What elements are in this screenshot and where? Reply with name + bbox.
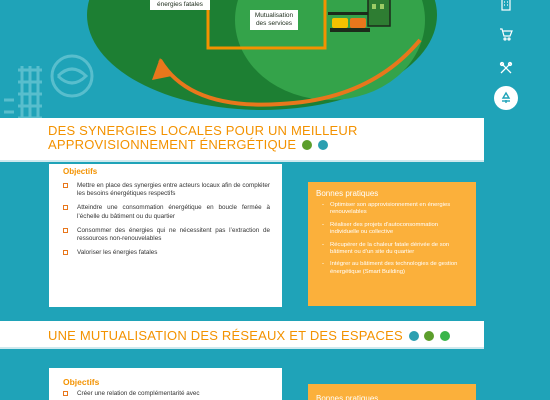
objectifs-card: Objectifs Mettre en place des synergies … xyxy=(49,164,282,307)
list-item: Créer une relation de complémentarité av… xyxy=(63,390,270,398)
list-item: - Optimiser son approvisionnement en éne… xyxy=(322,202,468,217)
dash-icon: - xyxy=(322,221,324,228)
objectifs-heading: Objectifs xyxy=(63,377,100,387)
bonne-pratique-text: Récupérer de la chaleur fatale dérivée d… xyxy=(330,241,450,256)
objectif-text: Créer une relation de complémentarité av… xyxy=(77,390,200,397)
bonnes-pratiques-heading: Bonnes pratiques xyxy=(316,394,379,400)
section-title-text: DES SYNERGIES LOCALES POUR UN MEILLEUR A… xyxy=(48,123,358,152)
section-title-band: UNE MUTUALISATION DES RÉSEAUX ET DES ESP… xyxy=(0,321,484,349)
energy-diagram: énergies fatales Mutualisation des servi… xyxy=(0,0,550,126)
list-item: Consommer des énergies qui ne nécessiten… xyxy=(63,227,270,243)
bonnes-pratiques-list: - Optimiser son approvisionnement en éne… xyxy=(308,198,476,276)
bonne-pratique-text: Optimiser son approvisionnement en énerg… xyxy=(330,202,451,216)
checkbox-icon xyxy=(63,250,68,256)
dash-icon: - xyxy=(322,261,324,268)
section-title: UNE MUTUALISATION DES RÉSEAUX ET DES ESP… xyxy=(48,328,451,343)
objectifs-list: Créer une relation de complémentarité av… xyxy=(49,387,282,398)
bonne-pratique-text: Intégrer au bâtiment des technologies de… xyxy=(330,261,458,275)
label-mutualisation-services: Mutualisation des services xyxy=(250,10,298,30)
checkbox-icon xyxy=(63,183,68,188)
list-item: Atteindre une consommation énergétique e… xyxy=(63,204,270,220)
label-energies-fatales: énergies fatales xyxy=(150,0,210,10)
bonnes-pratiques-card: Bonnes pratiques - Optimiser son approvi… xyxy=(308,182,476,306)
checkbox-icon xyxy=(63,391,68,396)
recycle-icon xyxy=(317,139,328,150)
recycle-icon xyxy=(440,330,451,341)
section-title-band: DES SYNERGIES LOCALES POUR UN MEILLEUR A… xyxy=(0,118,484,162)
section-title-text: UNE MUTUALISATION DES RÉSEAUX ET DES ESP… xyxy=(48,328,403,343)
shopping-cart-icon xyxy=(494,22,518,46)
objectif-text: Consommer des énergies qui ne nécessiten… xyxy=(77,226,270,243)
recycle-icon xyxy=(494,86,518,110)
objectifs-heading: Objectifs xyxy=(63,167,98,176)
bonnes-pratiques-heading: Bonnes pratiques xyxy=(316,189,379,198)
list-item: Valoriser les énergies fatales xyxy=(63,249,270,257)
objectifs-list: Mettre en place des synergies entre acte… xyxy=(49,176,282,257)
list-item: - Réaliser des projets d’autoconsommatio… xyxy=(322,222,468,237)
dash-icon: - xyxy=(322,202,324,208)
list-item: - Intégrer au bâtiment des technologies … xyxy=(322,261,468,276)
objectif-text: Atteindre une consommation énergétique e… xyxy=(77,204,270,220)
list-item: - Récupérer de la chaleur fatale dérivée… xyxy=(322,242,468,257)
bonne-pratique-text: Réaliser des projets d’autoconsommation … xyxy=(330,221,439,236)
bonnes-pratiques-card: Bonnes pratiques xyxy=(308,384,476,400)
building-icon xyxy=(424,330,435,341)
tools-icon xyxy=(494,56,518,80)
network-icon xyxy=(408,330,419,341)
objectif-text: Valoriser les énergies fatales xyxy=(77,249,158,257)
objectif-text: Mettre en place des synergies entre acte… xyxy=(77,182,270,198)
list-item: Mettre en place des synergies entre acte… xyxy=(63,182,270,198)
checkbox-icon xyxy=(63,227,68,233)
dash-icon: - xyxy=(322,241,324,248)
checkbox-icon xyxy=(63,205,68,211)
building-icon xyxy=(302,139,313,150)
objectifs-card: Objectifs Créer une relation de compléme… xyxy=(49,368,282,400)
section-title: DES SYNERGIES LOCALES POUR UN MEILLEUR A… xyxy=(48,124,448,152)
building-icon xyxy=(494,0,518,16)
